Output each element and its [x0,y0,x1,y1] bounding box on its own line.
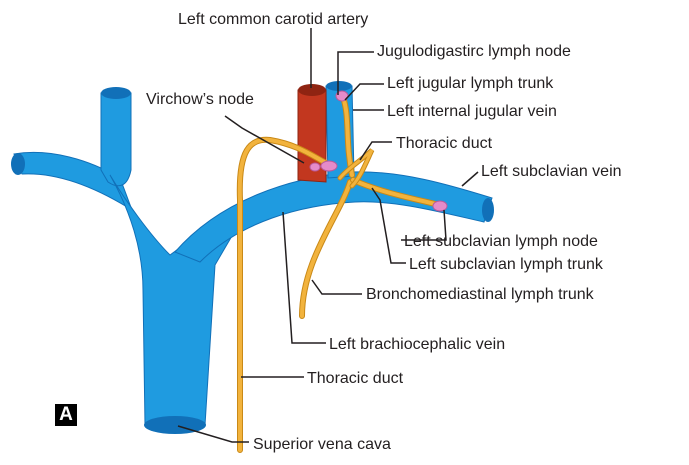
label-ij-vein: Left internal jugular vein [387,103,557,120]
label-thoracic-duct-top: Thoracic duct [396,135,493,152]
left-internal-jugular-vein-opening [326,81,352,91]
panel-label: A [55,404,77,426]
leader-bronchomediastinal [312,280,362,294]
label-subclavian-vein: Left subclavian vein [481,163,622,180]
left-common-carotid-artery-opening [298,84,326,96]
label-svc: Superior vena cava [253,436,391,453]
left-subclavian-vein-opening [482,198,494,222]
left-subclavian-lymph-node [433,201,447,211]
label-brachiocephalic: Left brachiocephalic vein [329,336,505,353]
label-thoracic-duct-bottom: Thoracic duct [307,370,404,387]
virchows-node-secondary [310,163,320,171]
label-jugulodigastric: Jugulodigastirc lymph node [377,43,571,60]
label-carotid: Left common carotid artery [178,11,368,28]
label-bronchomediastinal: Bronchomediastinal lymph trunk [366,286,595,303]
label-subclavian-trunk: Left subclavian lymph trunk [409,256,604,273]
label-subclavian-node: Left subclavian lymph node [404,233,598,250]
leader-brachiocephalic [283,212,326,343]
right-internal-jugular-vein [101,93,131,186]
right-internal-jugular-vein-opening [101,87,131,99]
label-virchow: Virchow’s node [146,91,254,108]
right-brachiocephalic-vein-opening [11,153,25,175]
label-jugular-trunk: Left jugular lymph trunk [387,75,554,92]
leader-subclavian-vein [462,172,478,186]
virchows-node [321,161,337,171]
